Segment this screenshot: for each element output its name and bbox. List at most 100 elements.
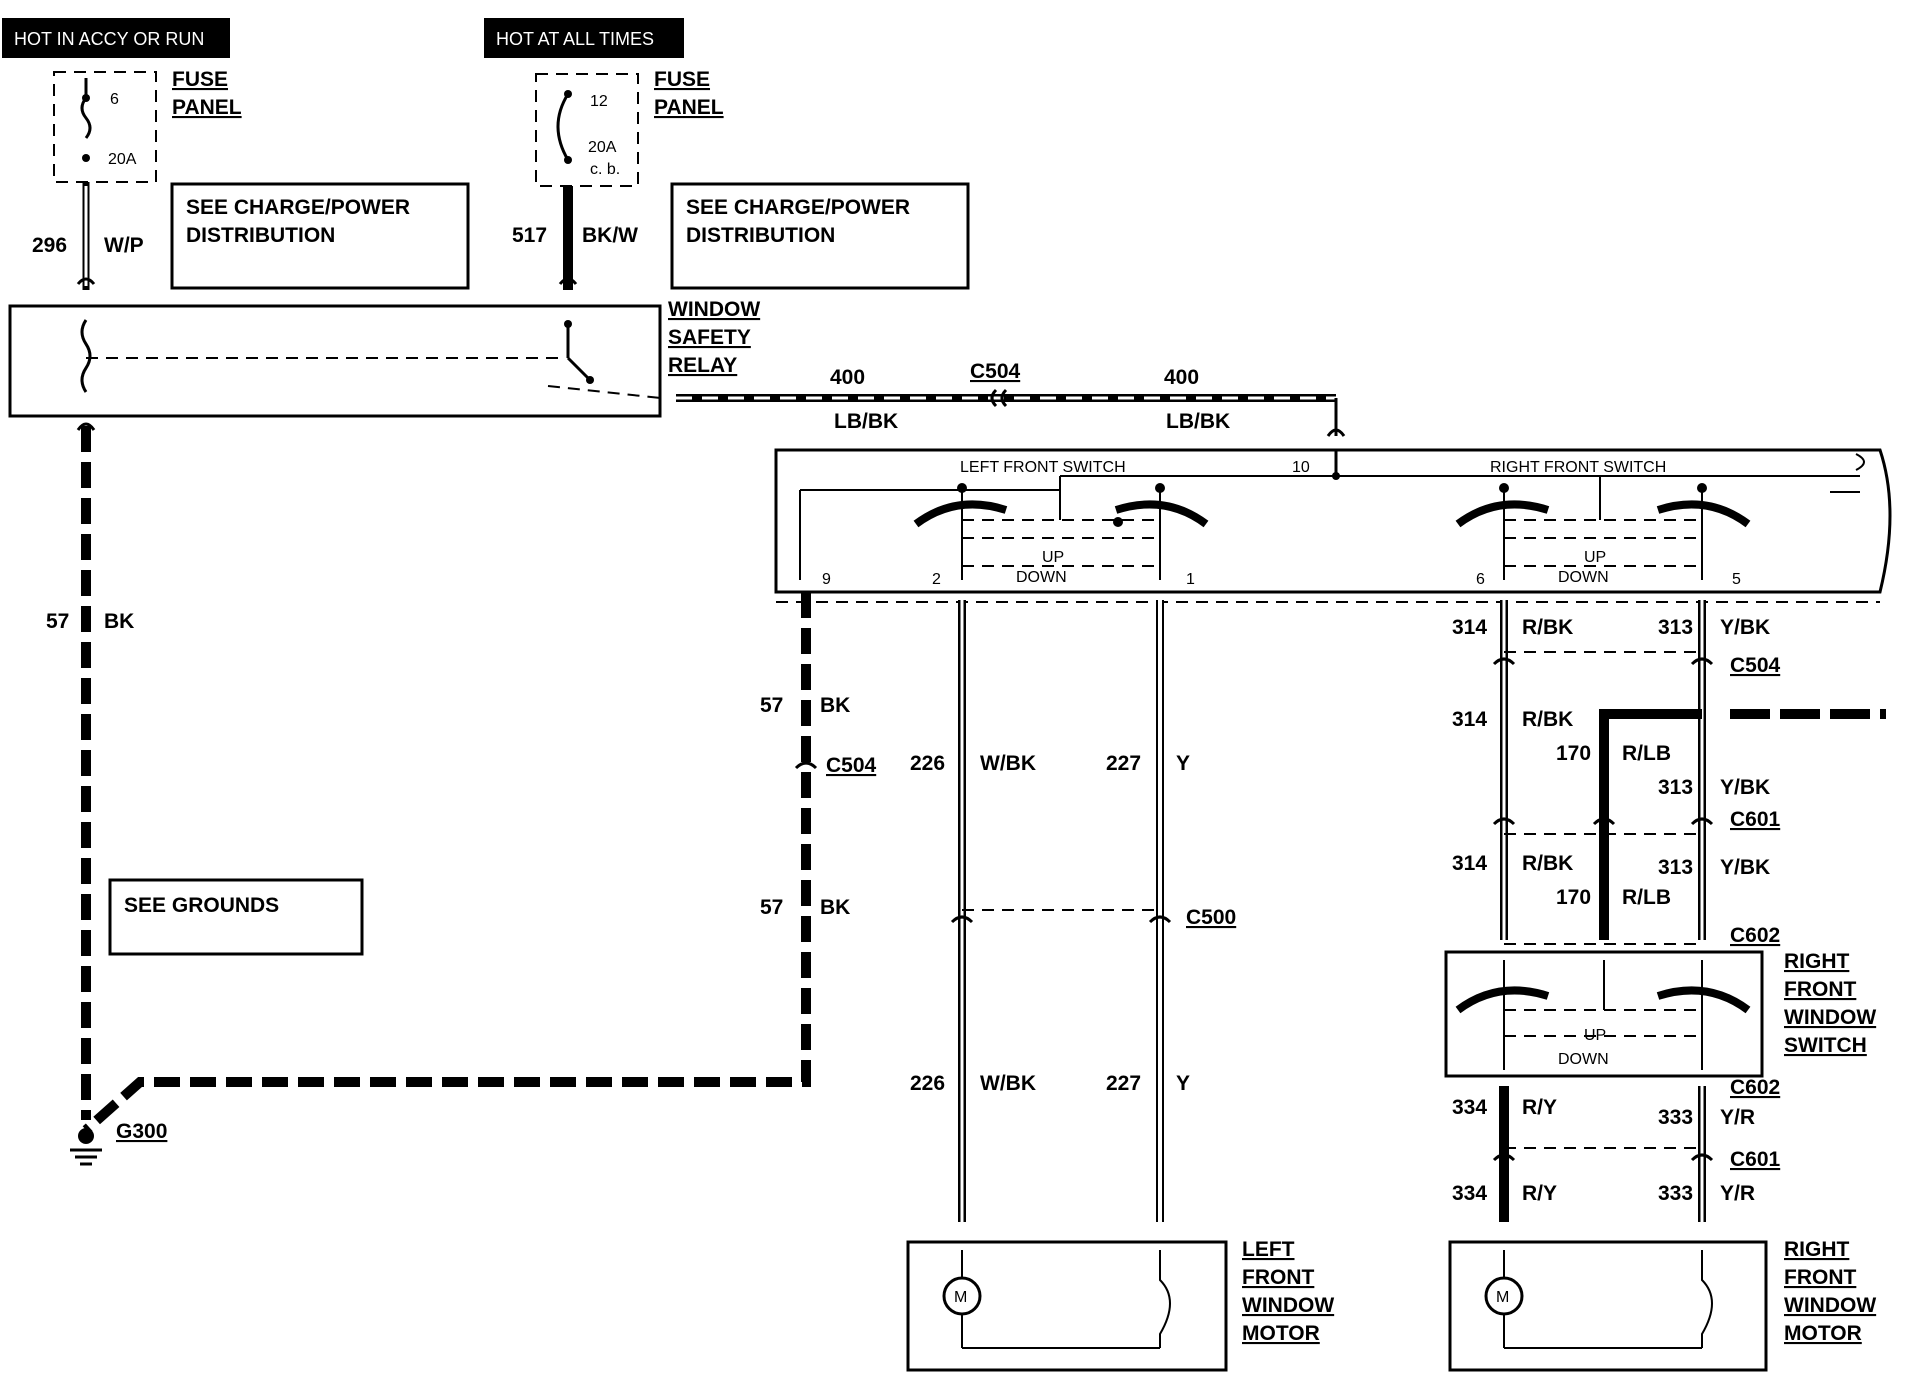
svg-text:314: 314 bbox=[1452, 616, 1487, 639]
fuse-12: 12 20A c. b. bbox=[535, 73, 639, 187]
svg-text:20A: 20A bbox=[588, 139, 617, 156]
rf-motor-label-1: RIGHT bbox=[1784, 1238, 1850, 1261]
rf-switch-label-1: RIGHT bbox=[1784, 950, 1850, 973]
svg-text:Y/R: Y/R bbox=[1720, 1182, 1755, 1205]
rf-motor-label-4: MOTOR bbox=[1784, 1322, 1862, 1345]
rf-switch-label-3: WINDOW bbox=[1784, 1006, 1876, 1029]
svg-text:M: M bbox=[954, 1289, 967, 1306]
lf-motor-label-4: MOTOR bbox=[1242, 1322, 1320, 1345]
svg-text:6: 6 bbox=[110, 91, 119, 108]
svg-text:LB/BK: LB/BK bbox=[1166, 410, 1230, 433]
svg-text:W/P: W/P bbox=[104, 234, 144, 257]
svg-text:517: 517 bbox=[512, 224, 547, 247]
svg-text:227: 227 bbox=[1106, 1072, 1141, 1095]
connectors-right-upper: C504 C601 C602 bbox=[1492, 651, 1781, 947]
svg-text:C601: C601 bbox=[1730, 808, 1781, 831]
relay-label-3: RELAY bbox=[668, 354, 737, 377]
relay-label-2: SAFETY bbox=[668, 326, 751, 349]
svg-text:333: 333 bbox=[1658, 1182, 1693, 1205]
svg-text:LEFT FRONT SWITCH: LEFT FRONT SWITCH bbox=[960, 459, 1126, 476]
svg-text:DOWN: DOWN bbox=[1558, 569, 1609, 586]
svg-text:57: 57 bbox=[760, 896, 783, 919]
svg-text:400: 400 bbox=[830, 366, 865, 389]
svg-text:R/BK: R/BK bbox=[1522, 708, 1573, 731]
svg-text:SEE CHARGE/POWER: SEE CHARGE/POWER bbox=[186, 196, 410, 219]
svg-text:1: 1 bbox=[1186, 571, 1195, 588]
fuse-panel-label-2: PANEL bbox=[172, 96, 242, 119]
svg-text:DISTRIBUTION: DISTRIBUTION bbox=[686, 224, 835, 247]
svg-text:334: 334 bbox=[1452, 1182, 1487, 1205]
svg-text:R/LB: R/LB bbox=[1622, 742, 1671, 765]
svg-text:LB/BK: LB/BK bbox=[834, 410, 898, 433]
wire-227: 227 Y 227 Y bbox=[1106, 600, 1190, 1222]
wire-170: 170 R/LB 170 R/LB bbox=[1556, 709, 1886, 940]
window-safety-relay bbox=[8, 304, 662, 418]
fuse-panel-label-1: FUSE bbox=[172, 68, 228, 91]
ground-return-wire: 57 BK 57 BK C504 bbox=[82, 592, 877, 1134]
relay-label-1: WINDOW bbox=[668, 298, 760, 321]
svg-text:296: 296 bbox=[32, 234, 67, 257]
wire-517: 517 BK/W bbox=[512, 186, 638, 290]
rf-switch-label-4: SWITCH bbox=[1784, 1034, 1867, 1057]
svg-text:c. b.: c. b. bbox=[590, 161, 620, 178]
wire-296: 296 W/P bbox=[32, 182, 144, 290]
note-charge-power-2: SEE CHARGE/POWER DISTRIBUTION bbox=[670, 182, 970, 290]
svg-text:DOWN: DOWN bbox=[1016, 569, 1067, 586]
svg-text:314: 314 bbox=[1452, 708, 1487, 731]
svg-text:12: 12 bbox=[590, 93, 608, 110]
svg-text:C602: C602 bbox=[1730, 1076, 1780, 1099]
right-front-window-switch: UP DOWN bbox=[1444, 950, 1764, 1078]
svg-text:6: 6 bbox=[1476, 571, 1485, 588]
wire-314: 314 R/BK 314 R/BK 314 R/BK bbox=[1452, 600, 1573, 940]
svg-text:C500: C500 bbox=[1186, 906, 1236, 929]
svg-text:57: 57 bbox=[760, 694, 783, 717]
rf-motor-label-3: WINDOW bbox=[1784, 1294, 1876, 1317]
svg-text:Y/R: Y/R bbox=[1720, 1106, 1755, 1129]
svg-text:R/BK: R/BK bbox=[1522, 852, 1573, 875]
note-charge-power-1: SEE CHARGE/POWER DISTRIBUTION bbox=[170, 182, 470, 290]
window-switch-assembly: LEFT FRONT SWITCH RIGHT FRONT SWITCH 10 … bbox=[774, 448, 1892, 603]
connector-c500: C500 bbox=[950, 906, 1236, 929]
ground-g300: G300 bbox=[70, 1120, 167, 1166]
svg-text:DISTRIBUTION: DISTRIBUTION bbox=[186, 224, 335, 247]
wire-57-left: 57 BK bbox=[46, 422, 134, 1120]
lf-motor-label-2: FRONT bbox=[1242, 1266, 1314, 1289]
svg-text:G300: G300 bbox=[116, 1120, 167, 1143]
svg-text:226: 226 bbox=[910, 752, 945, 775]
svg-text:10: 10 bbox=[1292, 459, 1310, 476]
left-front-window-motor: M bbox=[906, 1240, 1228, 1372]
svg-text:C601: C601 bbox=[1730, 1148, 1781, 1171]
svg-text:Y/BK: Y/BK bbox=[1720, 776, 1770, 799]
svg-text:R/Y: R/Y bbox=[1522, 1182, 1557, 1205]
lf-motor-label-1: LEFT bbox=[1242, 1238, 1295, 1261]
svg-text:5: 5 bbox=[1732, 571, 1741, 588]
svg-text:R/Y: R/Y bbox=[1522, 1096, 1557, 1119]
svg-text:HOT IN ACCY OR RUN: HOT IN ACCY OR RUN bbox=[14, 29, 204, 49]
note-see-grounds: SEE GROUNDS bbox=[108, 878, 364, 956]
svg-text:R/BK: R/BK bbox=[1522, 616, 1573, 639]
svg-text:C602: C602 bbox=[1730, 924, 1780, 947]
svg-text:334: 334 bbox=[1452, 1096, 1487, 1119]
svg-text:R/LB: R/LB bbox=[1622, 886, 1671, 909]
svg-text:170: 170 bbox=[1556, 886, 1591, 909]
svg-text:314: 314 bbox=[1452, 852, 1487, 875]
right-front-window-motor: M bbox=[1448, 1240, 1768, 1372]
svg-text:BK: BK bbox=[820, 694, 850, 717]
wire-400: 400 LB/BK 400 LB/BK C504 bbox=[676, 360, 1346, 437]
wire-313: 313 Y/BK 313 Y/BK 313 Y/BK bbox=[1658, 600, 1770, 940]
rf-switch-label-2: FRONT bbox=[1784, 978, 1856, 1001]
power-label-all-times: HOT AT ALL TIMES bbox=[484, 18, 684, 58]
svg-text:313: 313 bbox=[1658, 856, 1693, 879]
svg-text:313: 313 bbox=[1658, 776, 1693, 799]
svg-text:W/BK: W/BK bbox=[980, 1072, 1036, 1095]
svg-text:Y: Y bbox=[1176, 752, 1190, 775]
rf-motor-label-2: FRONT bbox=[1784, 1266, 1856, 1289]
svg-text:C504: C504 bbox=[1730, 654, 1781, 677]
svg-text:BK: BK bbox=[104, 610, 134, 633]
svg-text:SEE CHARGE/POWER: SEE CHARGE/POWER bbox=[686, 196, 910, 219]
power-label-accy-run: HOT IN ACCY OR RUN bbox=[2, 18, 230, 58]
svg-text:400: 400 bbox=[1164, 366, 1199, 389]
svg-text:UP: UP bbox=[1584, 1027, 1606, 1044]
svg-text:313: 313 bbox=[1658, 616, 1693, 639]
